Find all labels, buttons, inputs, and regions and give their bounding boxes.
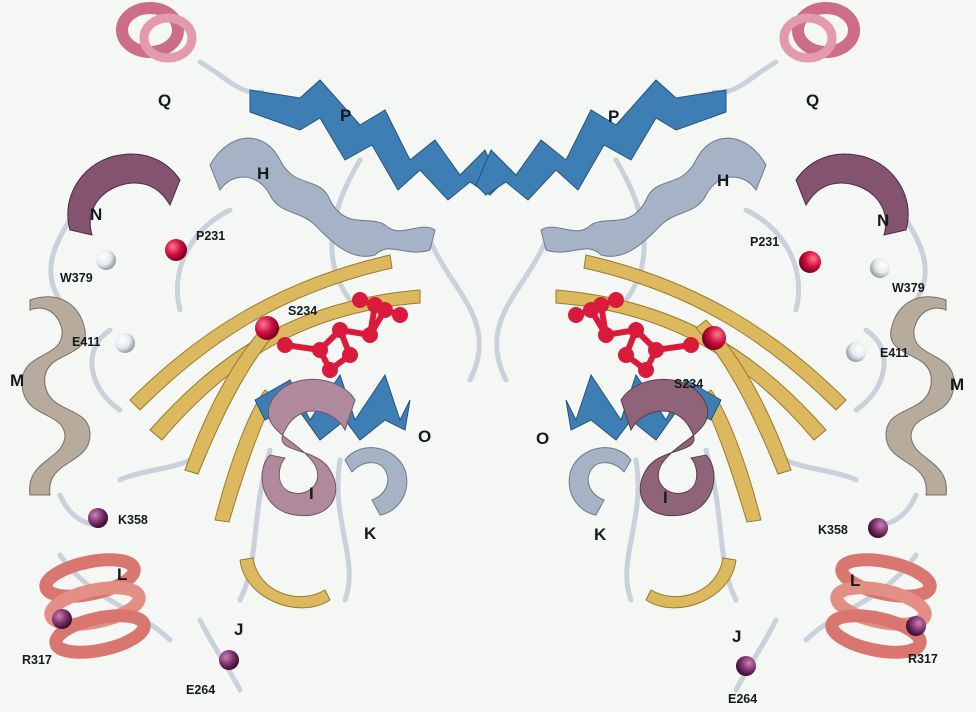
- sphere-e411: [115, 333, 135, 353]
- label-left-w379: W379: [60, 272, 93, 285]
- helix-q: [122, 8, 192, 58]
- helix-n: [68, 154, 180, 235]
- label-right-j: J: [732, 628, 741, 645]
- label-right-s234: S234: [674, 378, 703, 391]
- helix-l: [43, 553, 148, 659]
- label-right-k358: K358: [818, 524, 848, 537]
- label-right-e411: E411: [880, 347, 909, 360]
- label-right-p231: P231: [750, 236, 779, 249]
- helix-k: [345, 448, 407, 515]
- loop-h-inner: [177, 210, 230, 310]
- label-right-o: O: [536, 430, 549, 447]
- loop-center-1: [430, 240, 479, 380]
- label-left-q: Q: [158, 92, 171, 109]
- label-right-h: H: [717, 172, 729, 189]
- label-left-p: P: [340, 107, 351, 124]
- label-left-o: O: [418, 428, 431, 445]
- label-right-w379: W379: [892, 282, 925, 295]
- label-right-k: K: [594, 526, 606, 543]
- strand-5: [240, 558, 330, 608]
- label-left-m: M: [10, 372, 24, 389]
- sphere-k358: [88, 508, 108, 528]
- label-left-l: L: [117, 566, 127, 583]
- sphere-p231: [165, 239, 187, 261]
- label-right-m: M: [950, 376, 964, 393]
- label-right-l: L: [850, 572, 860, 589]
- loop-k: [338, 460, 349, 600]
- label-right-n: N: [877, 212, 889, 229]
- label-left-p231: P231: [196, 230, 225, 243]
- label-left-e264: E264: [186, 684, 215, 697]
- label-left-r317: R317: [22, 654, 52, 667]
- label-right-e264: E264: [728, 693, 757, 706]
- label-right-r317: R317: [908, 653, 938, 666]
- label-left-k358: K358: [118, 514, 148, 527]
- sphere-e264: [219, 650, 239, 670]
- label-left-s234: S234: [288, 305, 317, 318]
- label-left-n: N: [90, 206, 102, 223]
- label-left-i: I: [309, 485, 314, 502]
- label-left-j: J: [234, 621, 243, 638]
- sphere-w379: [96, 250, 116, 270]
- monomer-left: [22, 8, 500, 690]
- helix-m: [22, 297, 90, 495]
- sphere-s234: [255, 316, 279, 340]
- label-right-q: Q: [806, 92, 819, 109]
- label-left-e411: E411: [72, 336, 101, 349]
- label-left-k: K: [364, 525, 376, 542]
- label-left-h: H: [257, 165, 269, 182]
- label-right-i: I: [663, 489, 668, 506]
- sphere-r317: [52, 609, 72, 629]
- label-right-p: P: [608, 108, 619, 125]
- loop-k358: [120, 460, 190, 480]
- loop-q-p: [200, 62, 262, 92]
